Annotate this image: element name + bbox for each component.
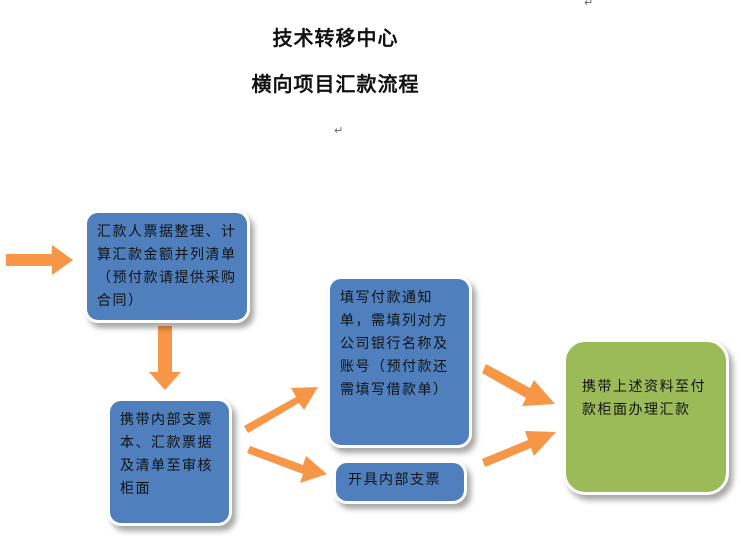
step-box-bring-checkbook: 携带内部支票本、汇款票据及清单至审核柜面: [107, 398, 232, 526]
step-box-organize-receipts: 汇款人票据整理、计算汇款金额并列清单（预付款请提供采购合同）: [84, 210, 250, 323]
arrow-down: [149, 326, 181, 390]
arrow-to-step3: [244, 387, 318, 433]
arrow-step3-to-step5: [482, 364, 555, 406]
arrow-to-step4: [247, 446, 327, 483]
step-text: 开具内部支票: [348, 472, 441, 488]
title-line-2: 横向项目汇款流程: [251, 72, 420, 96]
paragraph-mark-icon: ↵: [584, 0, 594, 9]
step-text: 携带上述资料至付款柜面办理汇款: [582, 379, 706, 418]
arrow-step4-to-step5: [482, 431, 556, 467]
step-text: 填写付款通知单，需填列对方公司银行名称及账号（预付款还需填写借款单）: [340, 290, 449, 398]
step-text: 携带内部支票本、汇款票据及清单至审核柜面: [120, 412, 213, 497]
step-box-remittance-counter: 携带上述资料至付款柜面办理汇款: [563, 339, 729, 495]
title-line-1: 技术转移中心: [272, 26, 399, 50]
step-box-fill-payment-notice: 填写付款通知单，需填列对方公司银行名称及账号（预付款还需填写借款单）: [327, 276, 472, 448]
arrow-entry: [6, 245, 73, 275]
step-text: 汇款人票据整理、计算汇款金额并列清单（预付款请提供采购合同）: [97, 224, 237, 309]
step-box-issue-check: 开具内部支票: [333, 460, 467, 504]
paragraph-mark-icon: ↵: [334, 124, 344, 137]
